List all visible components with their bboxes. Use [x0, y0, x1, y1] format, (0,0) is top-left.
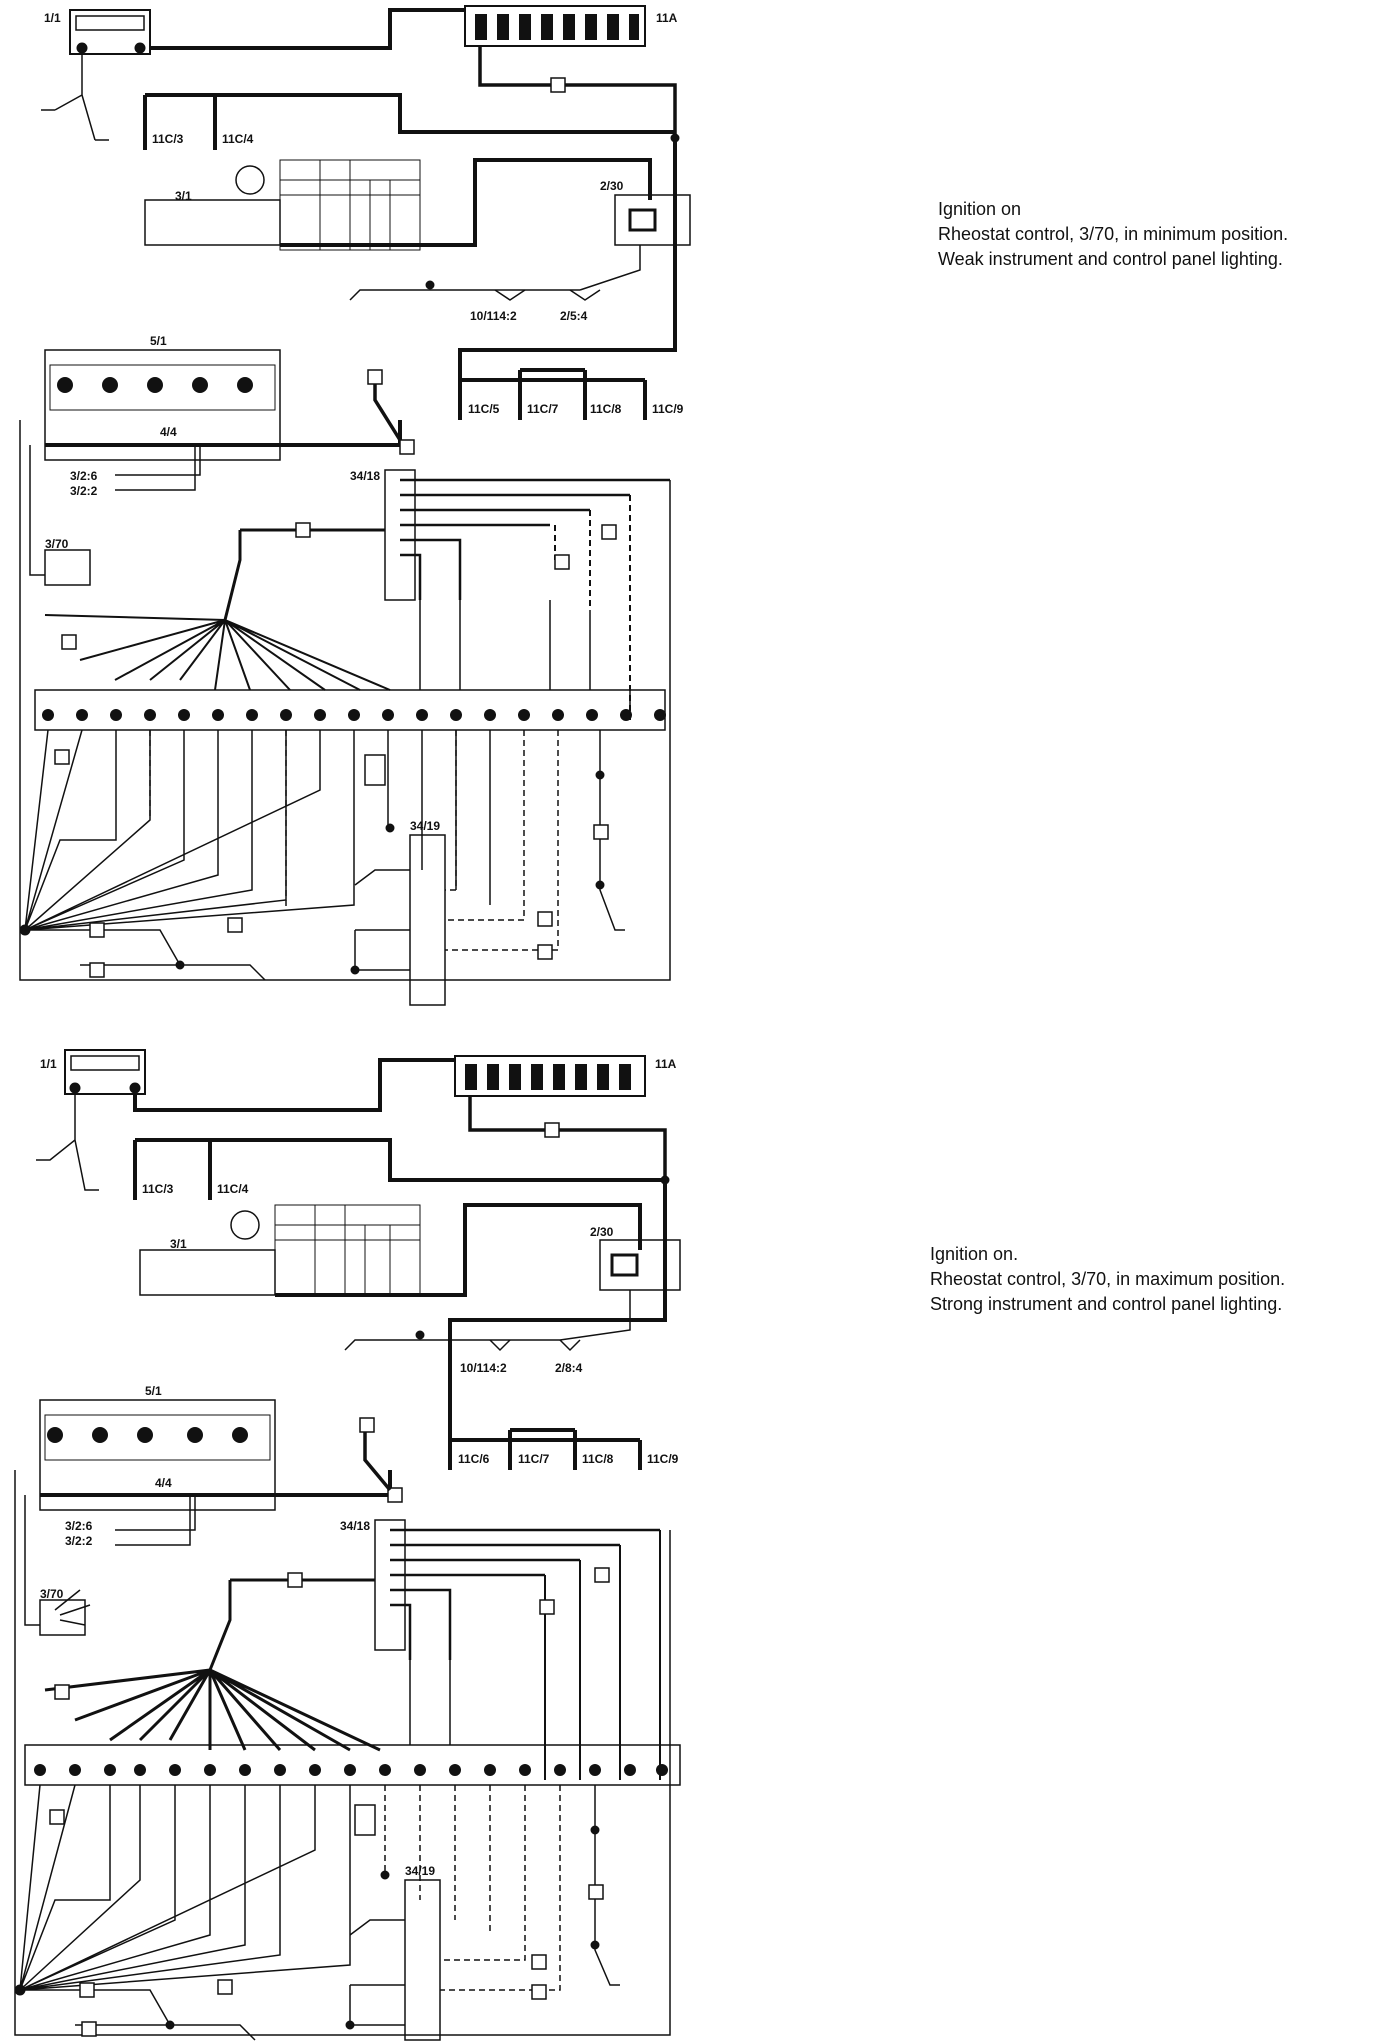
- label-11c4-b: 11C/4: [217, 1182, 249, 1196]
- note-minimum-line-2: Rheostat control, 3/70, in minimum posit…: [938, 224, 1289, 244]
- rheostat-3-70: [44, 549, 91, 586]
- label-11c7-b: 11C/7: [518, 1452, 550, 1466]
- label-11a-b: 11A: [655, 1057, 677, 1071]
- note-maximum-line-3: Strong instrument and control panel ligh…: [930, 1294, 1283, 1314]
- connector-34-19-b: [404, 1879, 441, 2041]
- component-5-1: [44, 349, 281, 461]
- connector-34-19: [409, 834, 446, 1006]
- label-3-70: 3/70: [45, 537, 69, 551]
- label-4-4: 4/4: [160, 425, 177, 439]
- label-5-1-b: 5/1: [145, 1384, 162, 1398]
- fuse-box-11a: [464, 5, 646, 47]
- component-1-1-b: [64, 1049, 146, 1095]
- label-11c3: 11C/3: [152, 132, 184, 146]
- label-11c6-b: 11C/6: [458, 1452, 490, 1466]
- label-2-30-b: 2/30: [590, 1225, 614, 1239]
- note-minimum-line-1: Ignition on: [938, 199, 1022, 219]
- label-10-114: 10/114:2: [470, 309, 517, 323]
- label-11c8-b: 11C/8: [582, 1452, 614, 1466]
- label-2-5-4: 2/5:4: [560, 309, 588, 323]
- label-11c5: 11C/5: [468, 402, 500, 416]
- note-minimum-line-3: Weak instrument and control panel lighti…: [938, 249, 1283, 269]
- label-11c3-b: 11C/3: [142, 1182, 174, 1196]
- label-3-2-2: 3/2:2: [70, 484, 98, 498]
- label-34-18: 34/18: [350, 469, 380, 483]
- label-11c9: 11C/9: [652, 402, 684, 416]
- label-10-114-b: 10/114:2: [460, 1361, 507, 1375]
- component-1-1: [69, 9, 151, 55]
- label-1-1-b: 1/1: [40, 1057, 57, 1071]
- connector-34-18: [384, 469, 416, 601]
- connector-34-18-b: [374, 1519, 406, 1651]
- label-1-1: 1/1: [44, 11, 61, 25]
- component-5-1-b: [39, 1399, 276, 1511]
- label-3-70-b: 3/70: [40, 1587, 64, 1601]
- label-3-2-6: 3/2:6: [70, 469, 98, 483]
- label-3-1: 3/1: [175, 189, 192, 203]
- component-2-30: [614, 194, 691, 246]
- note-maximum-line-2: Rheostat control, 3/70, in maximum posit…: [930, 1269, 1286, 1289]
- label-4-4-b: 4/4: [155, 1476, 172, 1490]
- label-3-2-2-b: 3/2:2: [65, 1534, 93, 1548]
- label-11c9-b: 11C/9: [647, 1452, 679, 1466]
- component-3-1: [144, 199, 281, 246]
- label-2-8-4-b: 2/8:4: [555, 1361, 583, 1375]
- note-minimum: Ignition on Rheostat control, 3/70, in m…: [938, 200, 1338, 275]
- fuse-box-11a-b: [454, 1055, 646, 1097]
- label-11a: 11A: [656, 11, 678, 25]
- label-11c4: 11C/4: [222, 132, 254, 146]
- component-3-1-b: [139, 1249, 276, 1296]
- label-34-18-b: 34/18: [340, 1519, 370, 1533]
- label-3-2-6-b: 3/2:6: [65, 1519, 93, 1533]
- label-3-1-b: 3/1: [170, 1237, 187, 1251]
- diagram-minimum-labels: 1/1 11A 11C/3 11C/4 3/1 2/30 10/114:2 2/…: [44, 11, 684, 833]
- note-maximum-line-1: Ignition on.: [930, 1244, 1019, 1264]
- label-2-30: 2/30: [600, 179, 624, 193]
- diagram-minimum: [19, 5, 691, 1006]
- diagram-maximum-labels: 1/1 11A 11C/3 11C/4 3/1 2/30 10/114:2 2/…: [40, 1057, 679, 1878]
- label-11c8: 11C/8: [590, 402, 622, 416]
- label-34-19: 34/19: [410, 819, 440, 833]
- label-5-1: 5/1: [150, 334, 167, 348]
- component-2-30-b: [599, 1239, 681, 1291]
- lamp-row-b: [24, 1744, 681, 1786]
- diagram-maximum: [14, 1049, 681, 2041]
- rheostat-3-70-b: [39, 1599, 86, 1636]
- label-11c7: 11C/7: [527, 402, 559, 416]
- note-maximum: Ignition on. Rheostat control, 3/70, in …: [930, 1245, 1340, 1320]
- label-34-19-b: 34/19: [405, 1864, 435, 1878]
- lamp-row: [34, 689, 666, 731]
